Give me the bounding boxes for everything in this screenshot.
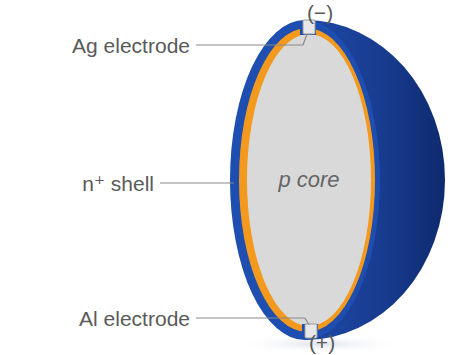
part-label: Al electrode xyxy=(79,308,190,329)
leader-line xyxy=(305,318,309,325)
polarity-label: (−) xyxy=(307,2,333,23)
p-core-body xyxy=(247,34,371,326)
region-label: p core xyxy=(278,167,339,193)
leader-line xyxy=(196,44,303,45)
outer-blue-layer xyxy=(230,20,380,340)
core-region: p core xyxy=(247,34,371,326)
core-contact-bottom xyxy=(302,316,318,324)
polarity-label: (+) xyxy=(309,332,335,353)
part-label: n⁺ shell xyxy=(82,173,154,194)
core-contact-top xyxy=(300,35,316,42)
leader-line xyxy=(160,182,234,183)
leader-line xyxy=(196,317,305,318)
n-shell-layer xyxy=(239,28,375,332)
leader-line xyxy=(303,34,307,45)
part-label: Ag electrode xyxy=(72,35,190,56)
